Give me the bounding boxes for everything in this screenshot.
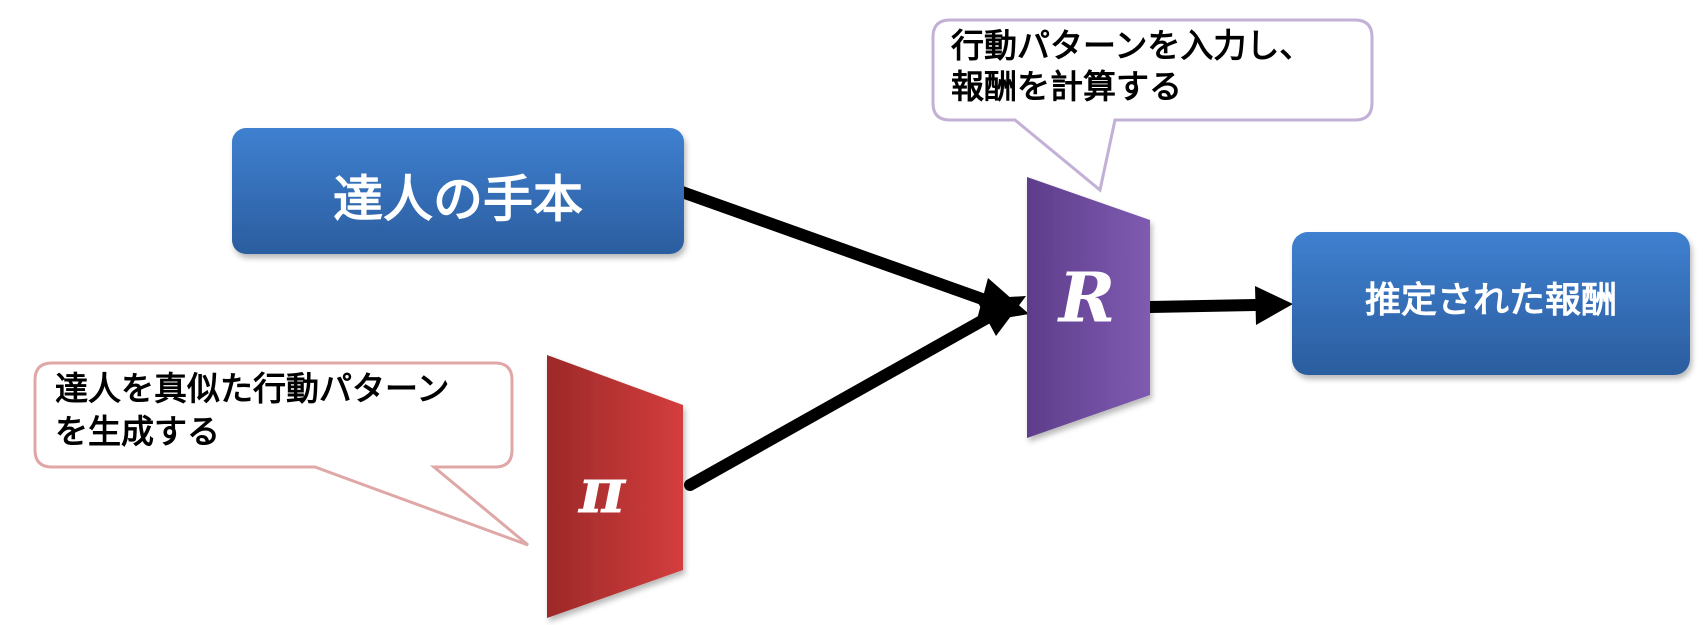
reward-callout: 行動パターンを入力し、 報酬を計算する <box>931 18 1374 193</box>
reward-symbol: R <box>1057 259 1116 339</box>
reward-callout-line1: 行動パターンを入力し、 <box>950 26 1312 65</box>
reward-callout-line2: 報酬を計算する <box>951 67 1182 106</box>
expert-demo-box-bg <box>232 128 684 254</box>
policy-callout-shape <box>33 361 529 547</box>
arrow-expert-to-reward <box>676 186 991 306</box>
expert-demo-box: 達人の手本 <box>232 128 684 254</box>
policy-symbol: π <box>578 454 627 529</box>
arrow-policy-to-reward-head <box>976 296 1026 336</box>
estimated-reward-box-bg <box>1292 232 1690 375</box>
policy-block-shape <box>547 355 683 618</box>
arrows <box>676 186 1293 491</box>
reward-block-shape <box>1027 177 1150 438</box>
policy-callout: 達人を真似た行動パターン を生成する <box>33 361 529 547</box>
policy-callout-line1: 達人を真似た行動パターン <box>55 369 449 408</box>
arrow-policy-to-reward <box>684 312 993 491</box>
reward-callout-shape <box>931 18 1374 193</box>
policy-callout-line2: を生成する <box>55 412 220 451</box>
expert-demo-label: 達人の手本 <box>333 171 583 229</box>
arrow-reward-to-output <box>1144 299 1261 313</box>
estimated-reward-box: 推定された報酬 <box>1292 232 1690 375</box>
arrow-reward-to-output-head <box>1255 286 1293 325</box>
reward-block: R <box>1027 177 1150 438</box>
policy-block: π <box>547 355 683 618</box>
estimated-reward-label: 推定された報酬 <box>1365 280 1617 321</box>
